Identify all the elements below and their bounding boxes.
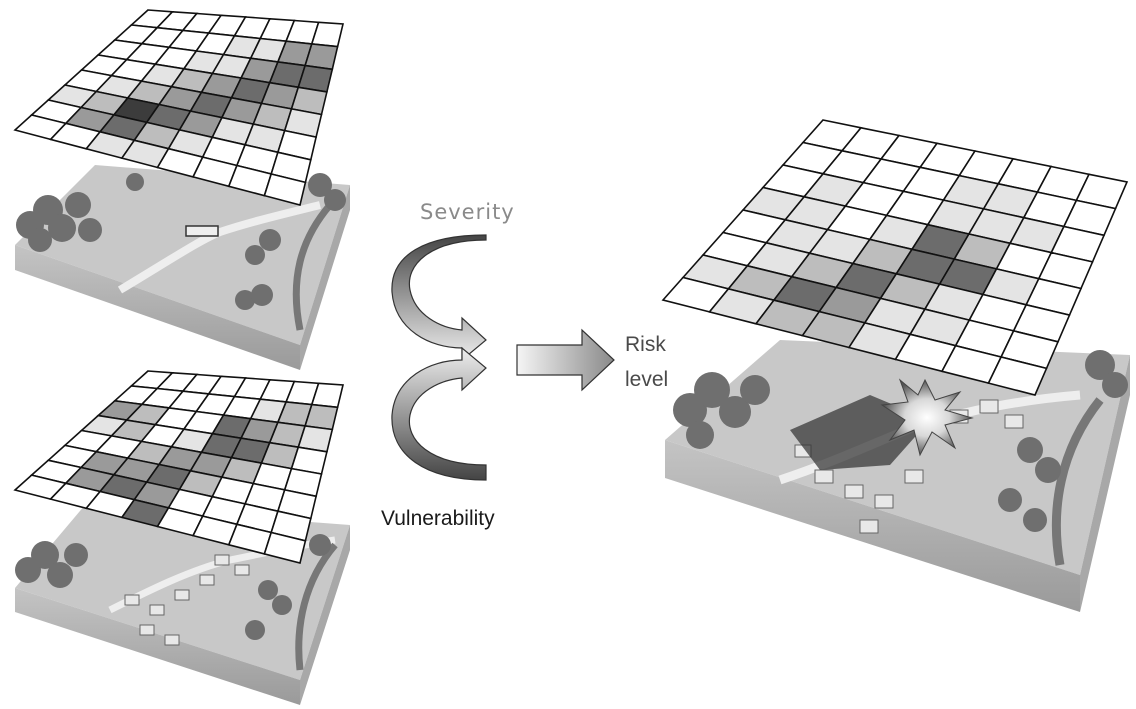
river: [292, 202, 333, 331]
grid-cell: [263, 173, 307, 206]
risk-label: Risk: [625, 333, 666, 356]
river: [1051, 397, 1104, 566]
forest: [16, 173, 346, 310]
explosion-icon: [880, 378, 974, 457]
terrain-side: [300, 185, 350, 370]
severity-curved-arrow: [391, 234, 487, 362]
level-label: level: [625, 368, 668, 391]
severity-grid: [13, 9, 344, 206]
landscape-severity: [15, 165, 350, 370]
truck-icon: [185, 225, 219, 237]
forest: [15, 534, 331, 640]
grid-cell: [987, 356, 1048, 396]
vulnerability-label: Vulnerability: [381, 507, 495, 530]
risk-arrow-icon: [516, 328, 615, 392]
houses: [794, 399, 1024, 534]
vulnerability-grid: [13, 370, 345, 564]
grid-cell: [263, 531, 307, 564]
houses: [124, 554, 250, 646]
terrain-side: [300, 525, 350, 705]
landscape-risk: [665, 340, 1130, 612]
river: [295, 542, 338, 671]
severity-label: Severity: [420, 200, 515, 224]
forest: [673, 350, 1128, 532]
road: [117, 201, 321, 294]
terrain-front: [15, 245, 300, 370]
risk-grid: [661, 119, 1129, 396]
terrain-side: [1080, 355, 1130, 612]
vulnerability-curved-arrow: [391, 346, 487, 481]
terrain-front: [15, 588, 300, 705]
